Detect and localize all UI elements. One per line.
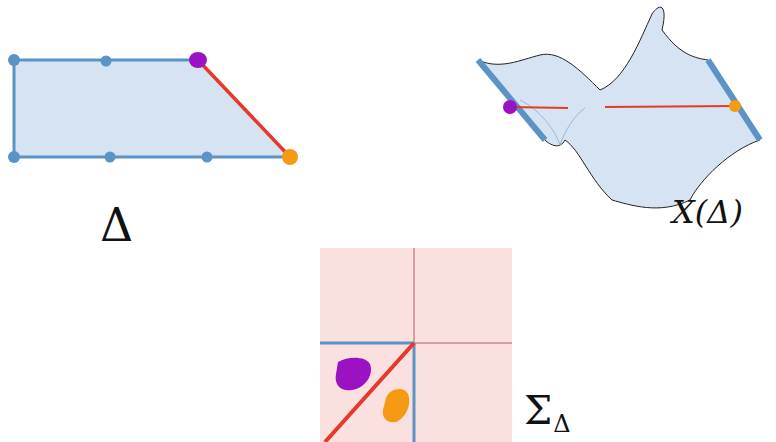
- fan-ray: [320, 342, 414, 345]
- divisor-right: [708, 60, 760, 140]
- polytope-label: Δ: [100, 202, 133, 248]
- fan-ground: [320, 248, 512, 442]
- point-orange: [729, 100, 741, 112]
- fan-label: Σ: [524, 390, 552, 430]
- lattice-point: [202, 152, 213, 163]
- divisor-left: [478, 60, 545, 140]
- lattice-point: [105, 152, 116, 163]
- red-curve: [510, 107, 568, 108]
- cone-purple: [336, 358, 371, 391]
- cone-orange: [383, 389, 410, 422]
- polytope: [8, 52, 298, 165]
- lattice-point: [101, 56, 112, 67]
- polytope-red-edge: [198, 60, 290, 157]
- polytope-edge: [14, 60, 290, 157]
- fan-ray: [413, 343, 416, 442]
- fan-axis: [413, 248, 415, 343]
- variety-label: X(Δ): [672, 196, 743, 228]
- surface: [478, 7, 760, 208]
- red-curve: [605, 106, 735, 107]
- lattice-point: [8, 54, 20, 66]
- vertex-orange: [282, 149, 298, 165]
- fan-axis: [414, 342, 512, 344]
- point-purple: [503, 100, 517, 114]
- lattice-point: [8, 151, 20, 163]
- fan: [320, 248, 512, 442]
- fan-red-ray: [325, 343, 414, 442]
- polytope-face: [14, 60, 290, 157]
- fan-label-subscript: Δ: [553, 412, 570, 436]
- vertex-purple: [189, 52, 207, 68]
- toric-surface: [478, 7, 760, 208]
